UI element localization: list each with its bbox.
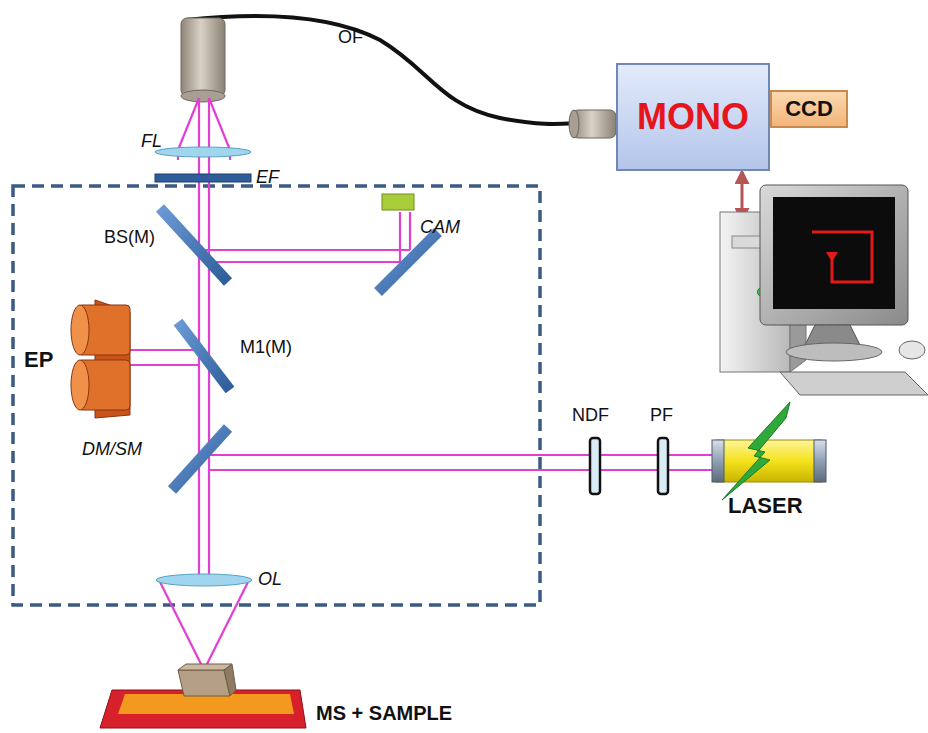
dichroic-mirror	[172, 428, 228, 490]
laser-source	[712, 402, 826, 500]
ccd-detector-box: CCD	[770, 90, 848, 128]
camera	[382, 194, 414, 210]
part-label: OL	[258, 570, 282, 590]
part-label: NDF	[572, 406, 609, 426]
beam-splitter-mirror	[160, 208, 228, 282]
computer	[720, 185, 928, 395]
monochromator-box: MONO	[616, 63, 770, 171]
eyepiece	[71, 300, 130, 418]
part-label: EP	[24, 348, 53, 372]
box-label: CCD	[785, 97, 833, 121]
optical-fibre	[186, 16, 578, 124]
edge-filter	[155, 174, 251, 182]
part-label: PF	[650, 406, 673, 426]
stage-and-sample	[100, 664, 306, 728]
plasma-filter	[658, 438, 668, 494]
microscope-enclosure	[13, 186, 540, 605]
camera-mirror	[378, 232, 438, 292]
neutral-density-filter	[590, 438, 600, 494]
part-label: MS + SAMPLE	[316, 702, 452, 724]
laser-beam	[130, 98, 718, 668]
part-label: OF	[338, 28, 363, 48]
part-label: CAM	[420, 218, 460, 238]
flip-mirror	[178, 322, 230, 390]
part-label: EF	[256, 168, 279, 188]
part-label: BS(M)	[104, 228, 155, 248]
part-label: FL	[141, 132, 162, 152]
box-label: MONO	[637, 97, 749, 137]
part-label: DM/SM	[82, 440, 142, 460]
part-label: M1(M)	[240, 338, 292, 358]
focusing-lens	[155, 147, 251, 157]
part-label: LASER	[728, 494, 803, 518]
fibre-coupler	[181, 18, 225, 96]
objective-lens	[156, 574, 252, 586]
